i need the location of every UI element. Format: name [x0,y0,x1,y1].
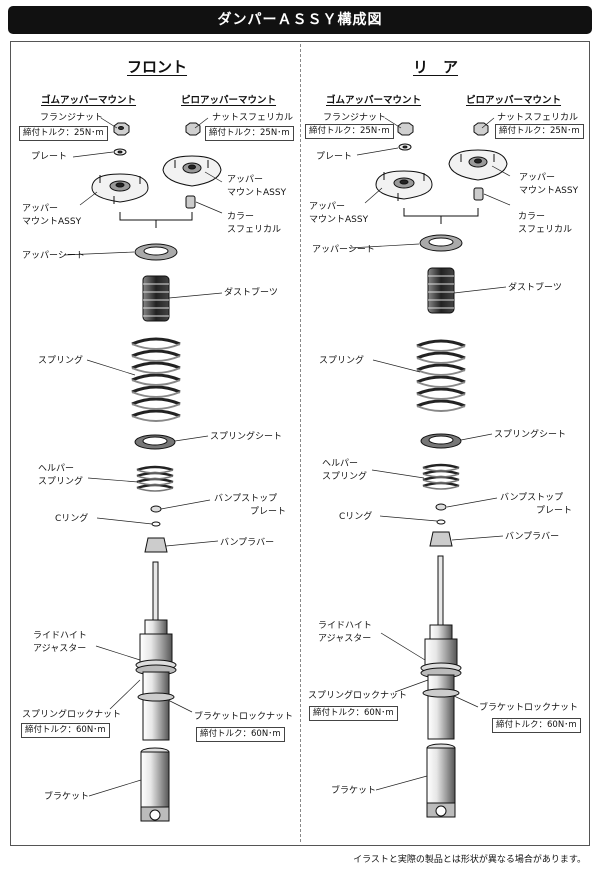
front-dust-boots-label: ダストブーツ [224,288,278,298]
rear-rubber-mount-shape [375,170,433,201]
rear-spring-seat-label: スプリングシート [494,430,567,440]
front-upper-mount-label-right: アッパーマウントASSY [227,175,287,198]
front-plate-label: プレート [31,152,68,162]
front-helper-spring-shape [136,465,174,492]
rear-spring-lock-label: スプリングロックナット [308,691,408,701]
front-flange-nut-label: フランジナット [40,113,104,123]
front-helper-spring-label: ヘルパースプリング [38,464,84,487]
rear-section-title: リ ア [413,58,459,76]
center-divider [300,44,301,842]
rear-pillow-mount-heading: ピロアッパーマウント [466,95,562,106]
rear-ride-height-label: ライドハイトアジャスター [318,621,372,644]
rear-flange-nut-torque: 締付トルク：25N･m [305,124,394,139]
rear-helper-spring-label: ヘルパースプリング [322,459,368,482]
rear-collar-spherical-label: カラースフェリカル [518,212,573,235]
rear-spring-shape [416,339,466,412]
rear-dust-boots-shape [427,267,455,314]
front-upper-mount-label-left: アッパーマウントASSY [22,204,82,227]
front-nut-spherical-label: ナットスフェリカル [212,113,294,123]
front-bracket-label: ブラケット [44,792,90,802]
rear-helper-spring-shape [422,463,460,490]
rear-bracket-lock-label: ブラケットロックナット [479,703,579,713]
front-bracket-lock-torque: 締付トルク：60N･m [196,727,285,742]
title-bar: ダンパーＡＳＳＹ構成図 [8,6,592,34]
front-spring-lock-label: スプリングロックナット [22,710,122,720]
front-upper-seat-shape [134,243,178,261]
front-bump-rubber-shape [144,537,168,553]
rear-flange-nut-label: フランジナット [323,113,387,123]
rear-nut-spherical-torque: 締付トルク：25N･m [495,124,584,139]
front-nut-spherical-torque: 締付トルク：25N･m [205,126,294,141]
front-ride-height-label: ライドハイトアジャスター [33,631,87,654]
front-upper-seat-label: アッパーシート [22,251,85,261]
front-flange-nut-torque: 締付トルク：25N･m [19,126,108,141]
front-c-ring-label: Cリング [55,514,89,524]
front-rubber-mount-shape [91,173,149,204]
rear-upper-mount-label-right: アッパーマウントASSY [519,173,579,196]
rear-bracket-shape [426,743,456,818]
front-pillow-mount-heading: ピロアッパーマウント [181,95,277,106]
front-collar-shape [185,195,196,209]
rear-parts [349,117,511,818]
rear-dust-boots-label: ダストブーツ [508,283,562,293]
front-dust-boots-shape [142,275,170,322]
rear-upper-mount-label-left: アッパーマウントASSY [309,202,369,225]
rear-bracket-lock-torque: 締付トルク：60N･m [492,718,581,733]
rear-plate-label: プレート [316,152,353,162]
front-spring-label: スプリング [38,356,84,366]
rear-upper-seat-label: アッパーシート [312,245,375,255]
footer-note: イラストと実際の製品とは形状が異なる場合があります。 [353,855,586,865]
page-title: ダンパーＡＳＳＹ構成図 [217,12,383,28]
rear-bracket-label: ブラケット [331,786,377,796]
rear-pillow-mount-shape [448,149,508,181]
rear-spring-label: スプリング [319,356,365,366]
rear-bump-rubber-label: バンプラバー [505,532,560,542]
rear-spring-lock-torque: 締付トルク：60N･m [309,706,398,721]
front-section-title: フロント [127,58,188,76]
front-spring-seat-label: スプリングシート [210,432,283,442]
diagram-frame [10,41,590,846]
front-spring-shape [131,337,181,422]
rear-bump-plate-label: バンプストッププレート [500,493,573,516]
rear-c-ring-label: Cリング [339,512,373,522]
front-bump-plate-label: バンプストッププレート [214,494,287,517]
rear-rubber-mount-heading: ゴムアッパーマウント [326,95,422,106]
front-rubber-mount-heading: ゴムアッパーマウント [41,95,137,106]
front-bracket-shape [140,747,170,822]
front-parts [63,117,223,822]
front-spring-lock-torque: 締付トルク：60N･m [21,723,110,738]
front-collar-spherical-label: カラースフェリカル [227,212,282,235]
front-bracket-lock-label: ブラケットロックナット [194,712,294,722]
front-bump-rubber-label: バンプラバー [220,538,275,548]
rear-nut-spherical-label: ナットスフェリカル [497,113,579,123]
front-pillow-mount-shape [162,155,222,187]
front-damper-rod-shape [152,561,159,623]
